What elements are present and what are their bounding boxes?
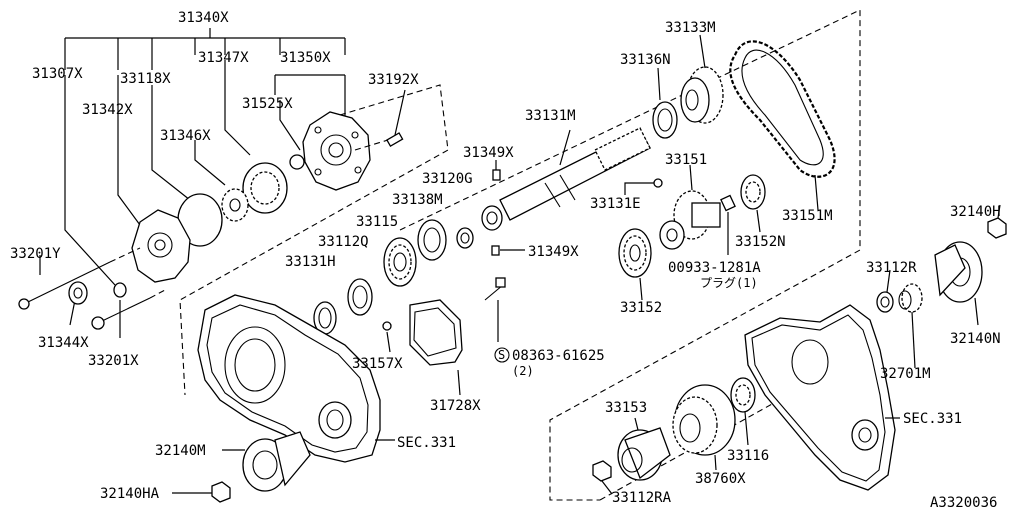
label-33120G: 33120G: [422, 171, 473, 187]
label-33115: 33115: [356, 214, 398, 230]
diagram-id-code: A3320036: [930, 495, 997, 511]
sprocket-33133M: [680, 34, 724, 124]
bearing-33152N: [740, 174, 766, 233]
label-33131E: 33131E: [590, 196, 641, 212]
leader-lines-left: [39, 60, 406, 338]
output-38760X: [672, 384, 736, 471]
label-31525X: 31525X: [242, 96, 293, 112]
nut-32140HA: [211, 481, 231, 503]
label-31349X-top: 31349X: [463, 145, 514, 161]
label-33133M: 33133M: [665, 20, 716, 36]
label-32140N: 32140N: [950, 331, 1001, 347]
label-31349X-bottom: 31349X: [528, 244, 579, 260]
label-32701M: 32701M: [880, 366, 931, 382]
label-31340X: 31340X: [178, 10, 229, 26]
label-31350X: 31350X: [280, 50, 331, 66]
label-33157X: 33157X: [352, 356, 403, 372]
ball-33131E: [624, 178, 663, 195]
label-31728X: 31728X: [430, 398, 481, 414]
transfer-case-front: [197, 294, 395, 463]
shim-33136N: [652, 67, 678, 139]
bolt-08363: [484, 277, 506, 342]
bearing-33116: [730, 377, 756, 446]
label-33151M: 33151M: [782, 208, 833, 224]
label-33201Y: 33201Y: [10, 246, 61, 262]
label-sec331-right: SEC.331: [903, 411, 962, 427]
nut-32140H: [987, 204, 1007, 239]
label-33112RA: 33112RA: [612, 490, 672, 506]
label-31342X: 31342X: [82, 102, 133, 118]
label-33112Q: 33112Q: [318, 234, 369, 250]
label-00933-sub: プラグ(1): [700, 276, 758, 290]
label-31346X: 31346X: [160, 128, 211, 144]
label-33138M: 33138M: [392, 192, 443, 208]
label-33131H: 33131H: [285, 254, 336, 270]
label-sec331-left: SEC.331: [397, 435, 456, 451]
needle-bearing-33120G: [481, 205, 503, 231]
front-output-gear: [659, 164, 721, 250]
seal-33112R: [876, 269, 894, 313]
label-33112R: 33112R: [866, 260, 917, 276]
label-S: S: [498, 348, 505, 362]
part-33153: [617, 417, 671, 481]
flange-32140N: [934, 241, 983, 326]
ring-33138M: [456, 227, 474, 249]
oil-pump-body: [302, 111, 371, 191]
bolt-33201X: [91, 289, 166, 330]
label-33152N: 33152N: [735, 234, 786, 250]
cover-31728X: [409, 299, 463, 396]
label-31307X: 31307X: [32, 66, 83, 82]
label-33152: 33152: [620, 300, 662, 316]
label-33131M: 33131M: [525, 108, 576, 124]
label-33192X: 33192X: [368, 72, 419, 88]
label-08363-sub: (2): [512, 364, 534, 378]
drive-chain: [729, 40, 836, 211]
needle-bearing-bottom: [491, 245, 525, 256]
plug-00933: [720, 194, 736, 255]
label-33201X: 33201X: [88, 353, 139, 369]
bolt-symbol-s: [494, 347, 510, 363]
label-33153: 33153: [605, 400, 647, 416]
label-33116: 33116: [727, 448, 769, 464]
ring-31307X: [113, 282, 127, 298]
needle-bearing-top: [492, 160, 501, 181]
ring-33131H: [313, 278, 373, 335]
label-33118X: 33118X: [120, 71, 171, 87]
center-dashed-boundary: [399, 9, 861, 501]
pin-33157X: [382, 321, 392, 353]
label-33136N: 33136N: [620, 52, 671, 68]
bolt-33201Y: [18, 247, 141, 310]
outer-rotor: [242, 162, 288, 214]
ball-31525X: [289, 154, 305, 170]
spring-32701M: [898, 283, 923, 369]
transfer-case-rear: [744, 304, 900, 491]
bearing-33112Q: [383, 237, 417, 287]
label-32140HA: 32140HA: [100, 486, 160, 502]
seal-31344X: [68, 281, 88, 305]
part-labels: 31340X 31307X 33118X 31347X 31350X 31342…: [10, 10, 1001, 511]
label-38760X: 38760X: [695, 471, 746, 487]
inner-rotor: [221, 188, 249, 222]
label-32140M: 32140M: [155, 443, 206, 459]
label-33151: 33151: [665, 152, 707, 168]
label-00933: 00933-1281A: [668, 260, 761, 276]
ring-33115: [417, 219, 447, 261]
pump-cover: [131, 209, 191, 283]
label-08363: 08363-61625: [512, 348, 605, 364]
seal-33112RA: [592, 460, 613, 495]
main-shaft: [499, 127, 651, 221]
flange-32140M: [242, 431, 311, 492]
label-32140H: 32140H: [950, 204, 1001, 220]
label-31347X: 31347X: [198, 50, 249, 66]
pin-33192X: [354, 132, 404, 151]
label-31344X: 31344X: [38, 335, 89, 351]
bearing-33152: [618, 228, 652, 301]
